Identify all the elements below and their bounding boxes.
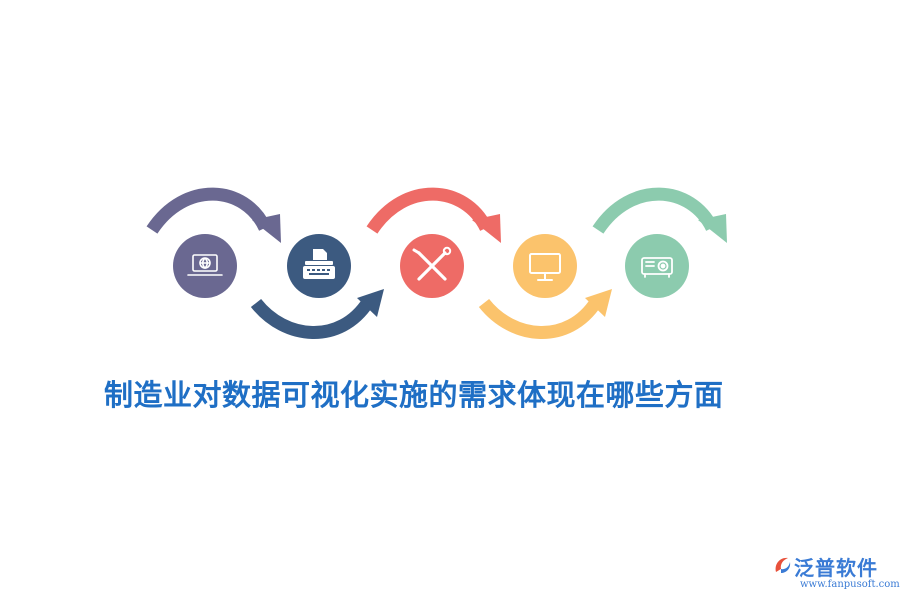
monitor-icon bbox=[529, 253, 561, 281]
arc-arrow-2 bbox=[250, 289, 384, 339]
typewriter-icon bbox=[303, 249, 335, 279]
step-3 bbox=[400, 234, 464, 298]
arc-arrow-5 bbox=[592, 187, 727, 243]
arc-arrow-3 bbox=[366, 187, 501, 243]
brand-name: 泛普软件 bbox=[794, 556, 878, 580]
brand-watermark: 泛普软件 www.fanpusoft.com bbox=[772, 552, 900, 596]
arc-arrow-1 bbox=[146, 187, 281, 243]
brand-url: www.fanpusoft.com bbox=[800, 579, 900, 590]
projector-icon bbox=[641, 257, 673, 278]
page-title: 制造业对数据可视化实施的需求体现在哪些方面 bbox=[104, 378, 724, 412]
step-1 bbox=[173, 234, 237, 298]
brand-logo-icon bbox=[775, 557, 791, 573]
laptop-globe-icon bbox=[187, 254, 223, 276]
tools-icon bbox=[412, 246, 452, 281]
arc-arrow-4 bbox=[478, 289, 612, 339]
step-4 bbox=[513, 234, 577, 298]
step-2 bbox=[287, 234, 351, 298]
step-5 bbox=[625, 234, 689, 298]
